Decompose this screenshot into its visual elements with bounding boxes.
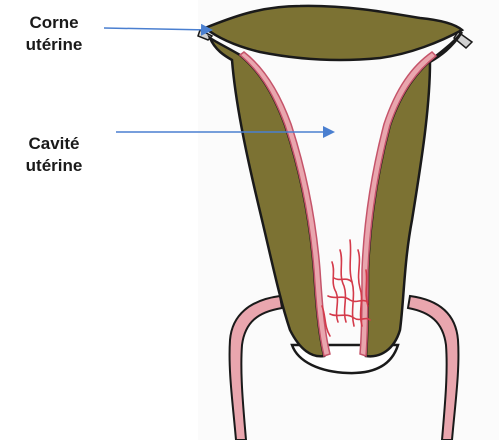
arrow-corne-uterine — [104, 28, 210, 30]
